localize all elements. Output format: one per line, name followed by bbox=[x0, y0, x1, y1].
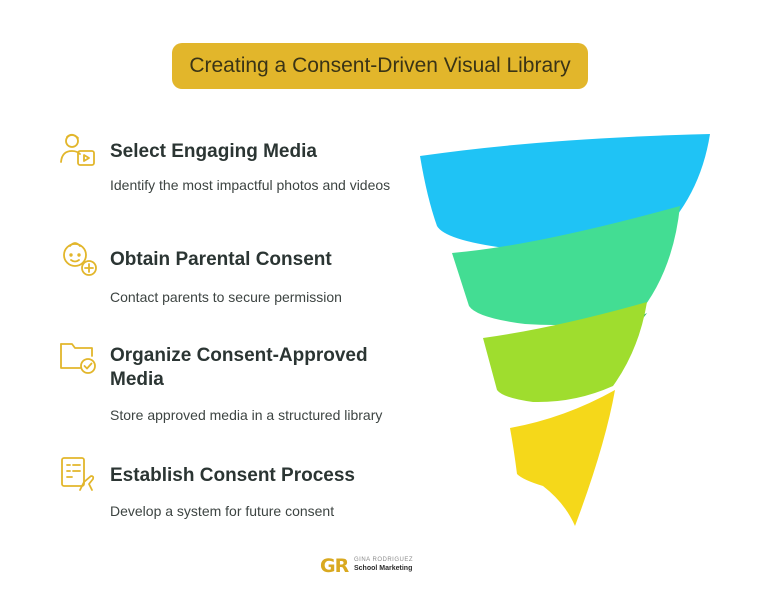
child-plus-icon bbox=[63, 242, 97, 276]
step-description: Identify the most impactful photos and v… bbox=[110, 177, 391, 193]
title-banner: Creating a Consent-Driven Visual Library bbox=[172, 43, 588, 89]
step-description: Develop a system for future consent bbox=[110, 503, 335, 519]
step-heading: Select Engaging Media bbox=[110, 141, 317, 162]
step-heading: Organize Consent-Approved Media bbox=[110, 345, 368, 390]
person-video-icon bbox=[60, 133, 95, 166]
logo-name: GINA RODRIGUEZ bbox=[354, 557, 414, 563]
folder-check-icon bbox=[60, 343, 96, 374]
step-heading: Obtain Parental Consent bbox=[110, 249, 332, 270]
funnel-ribbon-2 bbox=[452, 206, 680, 325]
funnel-ribbon-4 bbox=[510, 390, 615, 526]
brand-logo: GR GINA RODRIGUEZ School Marketing bbox=[320, 555, 440, 577]
step-description: Contact parents to secure permission bbox=[110, 289, 342, 305]
step-heading: Establish Consent Process bbox=[110, 465, 355, 486]
logo-tagline: School Marketing bbox=[354, 565, 413, 572]
page-title: Creating a Consent-Driven Visual Library bbox=[189, 54, 571, 77]
spiral-funnel bbox=[420, 134, 710, 526]
step-description: Store approved media in a structured lib… bbox=[110, 407, 383, 423]
document-hand-icon bbox=[61, 457, 95, 491]
logo-mark: GR bbox=[320, 555, 349, 577]
funnel-ribbon-3 bbox=[483, 302, 647, 403]
